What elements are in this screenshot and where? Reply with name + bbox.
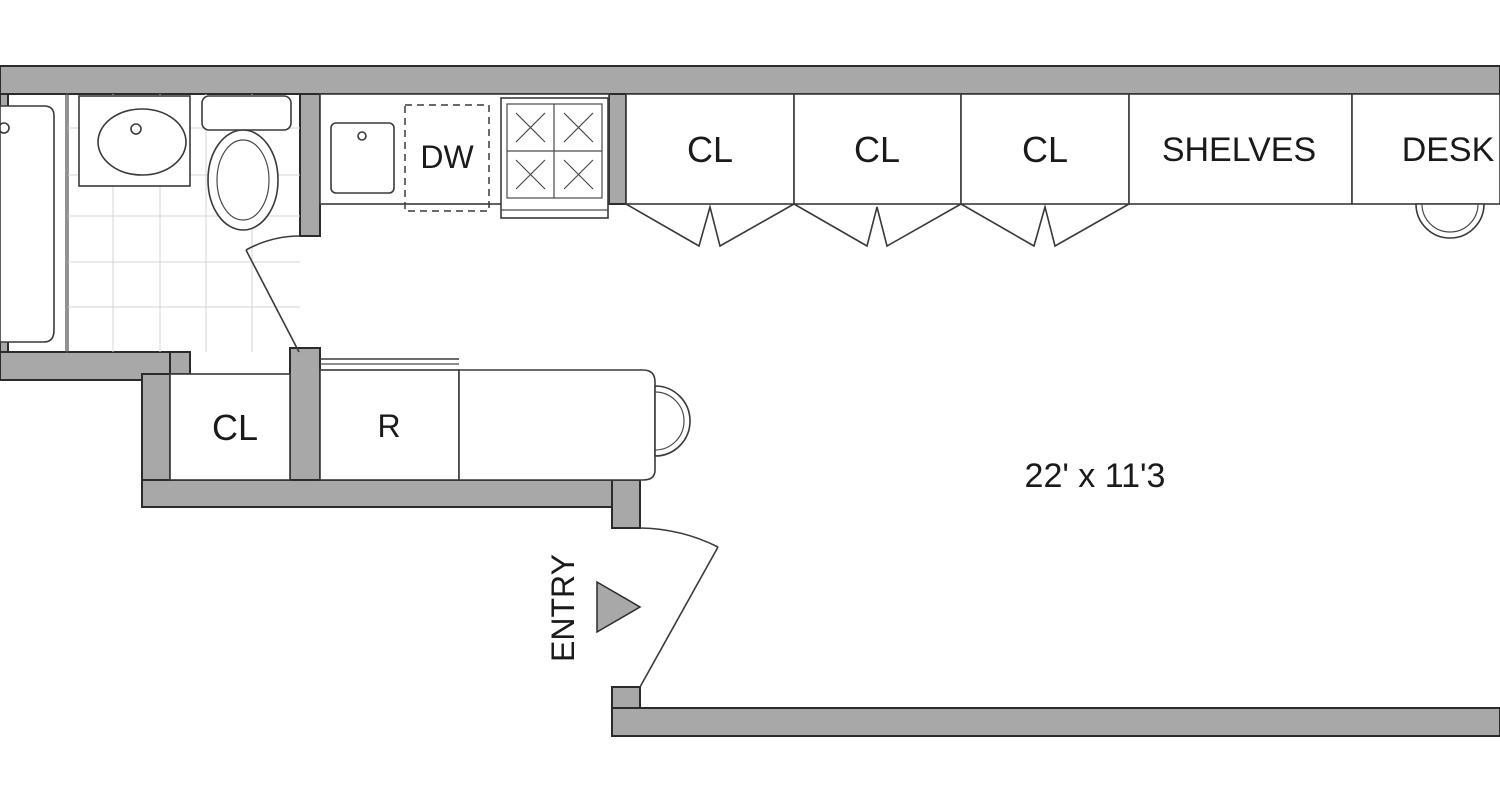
room-dimensions: 22' x 11'3: [1025, 457, 1166, 495]
labels: DW CL CL CL SHELVES DESK CL R 22' x 11'3…: [212, 129, 1495, 662]
label-shelves: SHELVES: [1162, 131, 1316, 169]
burner-3-icon: [515, 159, 546, 190]
cabinet-divider-wall: [608, 93, 627, 205]
closet-1-bifold-door: [625, 203, 795, 248]
entry-jamb-top: [611, 479, 641, 529]
kitchen-left-wall: [299, 93, 321, 237]
entry-door-arc: [639, 527, 719, 548]
label-closet-1: CL: [687, 129, 733, 170]
closet-divider-wall: [289, 347, 321, 481]
kitchen: [319, 93, 610, 219]
toilet-bowl: [207, 129, 279, 231]
desk-chair: [1415, 203, 1485, 239]
bathroom: [0, 93, 301, 353]
top-wall: [0, 65, 1500, 95]
entry-door: [596, 527, 719, 688]
service-block: [169, 358, 691, 481]
burner-4-icon: [563, 159, 594, 190]
refrigerator: [319, 369, 460, 481]
label-refrigerator: R: [377, 408, 400, 444]
label-entry: ENTRY: [545, 554, 581, 662]
closet-2-bifold-door: [793, 203, 962, 248]
kitchen-sink-drain: [357, 131, 367, 141]
sink-drain: [130, 123, 142, 135]
tub-drain: [0, 122, 10, 134]
label-closet-3: CL: [1022, 129, 1068, 170]
burner-1-icon: [515, 112, 546, 143]
storage-wall: [625, 93, 1500, 248]
bath-floor-divider: [65, 93, 69, 353]
shelves: [1128, 93, 1353, 205]
walls: [0, 65, 1500, 737]
entry-door-leaf: [639, 546, 719, 688]
bath-door-leaf: [245, 249, 300, 353]
toilet-tank: [201, 95, 292, 131]
burner-2-icon: [563, 112, 594, 143]
kitchen-sink: [330, 122, 395, 194]
closet-2: [793, 93, 962, 205]
toilet-seat: [216, 139, 270, 221]
closet-3-bifold-door: [960, 203, 1130, 248]
bath-door-arc: [245, 235, 301, 251]
lower-service-wall: [141, 479, 641, 508]
closet-bath: [169, 373, 291, 481]
bottom-wall: [611, 707, 1500, 737]
closet-1: [625, 93, 795, 205]
dishwasher-outline: [404, 104, 490, 212]
sink-basin: [97, 108, 187, 176]
desk: [1351, 93, 1500, 205]
closet-top-wall: [169, 351, 191, 375]
label-dishwasher: DW: [420, 139, 474, 175]
label-desk: DESK: [1402, 131, 1495, 169]
label-closet-2: CL: [854, 129, 900, 170]
entry-arrow-icon: [596, 580, 642, 634]
kitchen-peninsula: [458, 369, 656, 481]
label-closet-bath: CL: [212, 407, 258, 448]
stool: [654, 385, 691, 457]
bathtub: [0, 105, 55, 343]
closet-3: [960, 93, 1130, 205]
